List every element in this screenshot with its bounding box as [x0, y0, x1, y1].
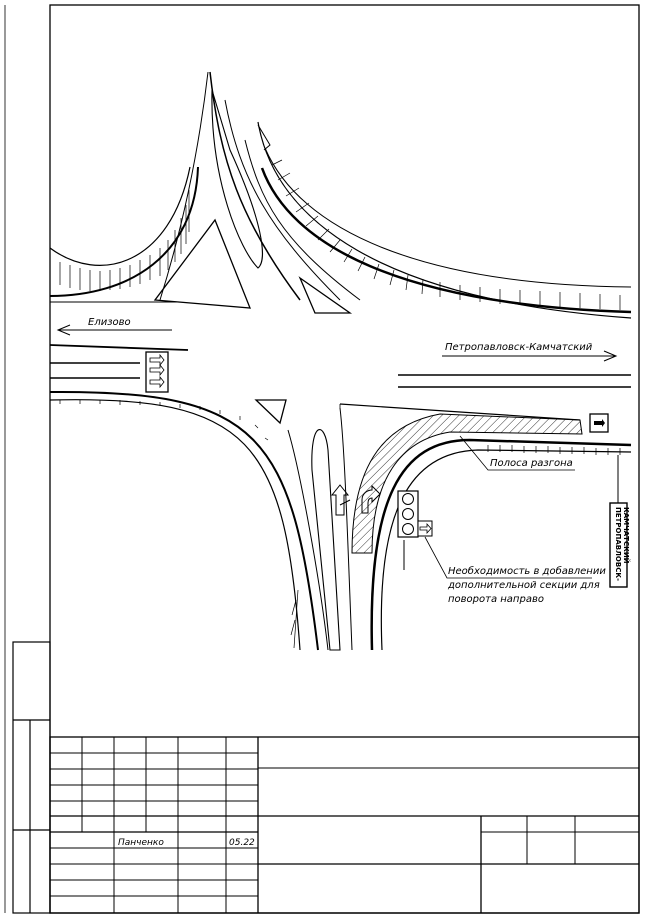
east-road-edge [339, 403, 581, 421]
north-east-island [298, 276, 353, 314]
label-petropavlovsk: Петропавловск-Камчатский [445, 342, 593, 353]
ne-road-tick [257, 124, 271, 151]
west-median-line [49, 344, 189, 351]
petropavlovsk-arrow [442, 350, 618, 362]
se-corner-curb-1 [370, 438, 632, 651]
road-sign-line1: ПЕТРОПАВЛОВСК- [614, 507, 622, 581]
leader-lines [339, 404, 592, 579]
se-corner-curb-2 [380, 449, 632, 651]
nw-corner-slope-hatch [59, 190, 190, 291]
lane-arrow-straight-left [330, 484, 351, 516]
north-road-line [209, 71, 301, 301]
sw-slope-hatch [59, 400, 269, 441]
lane-arrow-right-turn [361, 484, 381, 514]
road-geometry [49, 71, 632, 651]
direction-road-sign: ПЕТРОПАВЛОВСК- КАМЧАТСКИЙ [609, 455, 631, 588]
south-road-line [339, 407, 353, 651]
traffic-light [397, 490, 433, 538]
title-block [12, 641, 640, 914]
ne-corner-curb-2 [260, 167, 632, 314]
label-note-line1: Необходимость в добавлении [448, 565, 606, 577]
north-road-line-2 [224, 99, 341, 301]
north-west-island [153, 218, 251, 309]
north-median-island [211, 89, 263, 269]
elizovo-arrow [56, 324, 172, 336]
south-road-line-2 [287, 429, 329, 651]
west-lane-sign [145, 351, 169, 393]
centre-island [254, 399, 287, 425]
ne-corner-slope-hatch [271, 159, 621, 310]
nw-corner-curb-outer [49, 166, 191, 266]
se-slope-hatch [487, 445, 621, 455]
label-elizovo: Елизово [88, 317, 131, 328]
acceleration-lane-hatch [351, 413, 583, 554]
additional-right-turn-section [417, 520, 433, 537]
stamp-date: 05.22 [229, 838, 255, 848]
south-west-slope [290, 589, 299, 649]
stamp-developer-name: Панченко [118, 838, 164, 848]
road-sign-line2: КАМЧАТСКИЙ [622, 507, 631, 564]
south-median-island [311, 429, 341, 651]
east-lane-sign [589, 413, 609, 433]
north-curb-inner [244, 139, 361, 301]
label-note-line3: поворота направо [448, 594, 544, 605]
label-note-line2: дополнительной секции для [447, 580, 600, 591]
label-acceleration-lane: Полоса разгона [490, 458, 573, 469]
north-road-edge-left [159, 71, 209, 301]
sw-corner-curb-inner [49, 390, 319, 651]
sw-corner-curb-outer [49, 399, 301, 651]
ne-corner-curb-3 [264, 147, 632, 288]
nw-corner-curb-inner [49, 166, 199, 297]
ne-corner-curb-1 [257, 121, 632, 319]
